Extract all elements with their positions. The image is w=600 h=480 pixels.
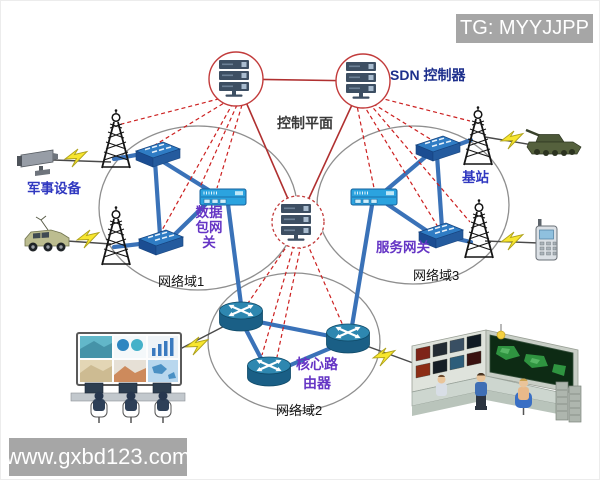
- sdn-controller-left: [208, 51, 264, 107]
- camera-icon: [17, 149, 58, 176]
- watermark-tg: TG: MYYJJPP: [456, 14, 593, 43]
- radio-icon: [535, 219, 558, 261]
- core-router-label-line2: 由器: [303, 375, 331, 391]
- sdn-controller-right: [335, 53, 391, 109]
- control-plane-label: 控制平面: [277, 115, 333, 131]
- tank-icon: [525, 128, 582, 156]
- service-gateway-label: 服务网关: [376, 240, 430, 255]
- data-gateway-label: 数据 包网 关: [189, 205, 229, 250]
- tower-icon: [464, 198, 494, 259]
- lightning-bolt-icon: [64, 148, 88, 168]
- core-router-label-line1: 核心路: [296, 356, 338, 372]
- tower-icon: [463, 105, 493, 166]
- switch-icon: [135, 141, 181, 168]
- lightning-bolt-icon: [76, 229, 100, 249]
- control-room-icon-left: [70, 332, 186, 423]
- domain2-label: 网络域2: [276, 403, 323, 418]
- jeep-icon: [24, 215, 70, 252]
- military-equipment-label: 军事设备: [27, 181, 81, 196]
- domain2-ellipse: [207, 272, 381, 412]
- router-icon: [246, 355, 292, 388]
- sdn-controller-label: SDN 控制器: [390, 67, 466, 83]
- data-gateway-label-line2: 包网: [195, 220, 223, 235]
- domain3-label: 网络域3: [413, 268, 460, 283]
- core-router-label: 核心路 由器: [291, 355, 343, 393]
- domain3-ellipse: [316, 125, 510, 285]
- base-station-label: 基站: [462, 170, 489, 185]
- control-dashed-links: [117, 95, 471, 358]
- tower-icon: [101, 205, 131, 266]
- domain1-label: 网络域1: [158, 274, 205, 289]
- watermark-site: www.gxbd123.com: [6, 438, 190, 476]
- data-gateway-label-line1: 数据: [195, 205, 223, 220]
- lightning-bolt-icon: [500, 231, 524, 251]
- router-icon: [325, 322, 371, 355]
- router-icon: [218, 300, 264, 333]
- control-room-icon-right: [411, 324, 582, 423]
- lightning-bolt-icon: [185, 336, 209, 356]
- gateway-icon-data: [199, 188, 247, 206]
- lightning-bolt-icon: [500, 130, 524, 150]
- gateway-icon-service: [350, 188, 398, 206]
- data-gateway-label-line3: 关: [202, 235, 216, 250]
- sdn-controller-center: [271, 195, 325, 249]
